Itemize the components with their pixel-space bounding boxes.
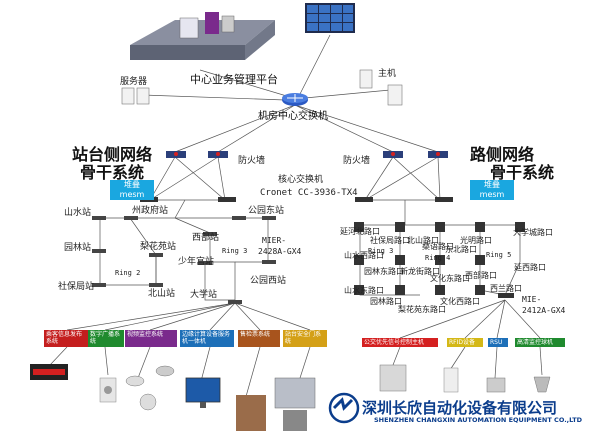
system-box: 数字广播系统 <box>88 330 124 347</box>
company-name-en: SHENZHEN CHANGXIN AUTOMATION EQUIPMENT C… <box>374 416 583 424</box>
left-switch-model-line1: MIER- <box>262 236 287 245</box>
system-box: RFID设备 <box>447 338 483 347</box>
node-label: 园林路口 <box>370 297 402 306</box>
station-label: 山水站 <box>64 208 92 218</box>
station-label: 梨花苑站 <box>140 242 177 252</box>
central-platform-illustration <box>130 12 275 60</box>
node-label: 山水西路口 <box>344 251 384 260</box>
core-switch-model-line2: Cronet CC-3936-TX4 <box>260 188 358 198</box>
ring-label: Ring 3 <box>222 247 248 255</box>
right-node-switches <box>354 222 525 298</box>
left-switch-model-line2: 2428A-GX4 <box>258 247 302 256</box>
node-label: 西部路口 <box>465 271 497 280</box>
station-label: 公园西站 <box>250 276 287 286</box>
station-label: 西部站 <box>192 233 220 243</box>
node-label: 延西路口 <box>514 263 546 272</box>
station-label: 少年宫站 <box>178 257 215 267</box>
station-label: 大学站 <box>190 290 218 300</box>
ring-label: Ring 2 <box>115 269 141 277</box>
node-label: 梨花苑东路口 <box>398 305 446 314</box>
road-firewall-label: 防火墙 <box>343 156 371 166</box>
right-switch-model-line1: MIE- <box>522 295 542 304</box>
core-switch-icon <box>282 93 308 106</box>
core-switch-model-line1: 核心交换机 <box>278 175 324 185</box>
node-label: 园林东路口 <box>364 267 404 276</box>
host-label: 主机 <box>378 69 397 79</box>
central-platform-label: 中心业务管理平台 <box>190 73 278 86</box>
firewall-icons <box>166 151 448 158</box>
system-box: 乘客信息发布系统 <box>44 330 88 347</box>
ring-label: Ring 5 <box>486 251 512 259</box>
company-logo-emblem <box>328 392 360 424</box>
station-label: 社保局站 <box>58 282 95 292</box>
node-label: 光明路口 <box>460 236 492 245</box>
host-computer <box>359 69 403 106</box>
node-label: 社保局路口 <box>370 236 410 245</box>
station-side-title-line2: 骨干系统 <box>80 163 145 182</box>
system-box: 视频监控系统 <box>125 330 177 347</box>
company-name-cn: 深圳长欣自动化设备有限公司 <box>362 399 558 417</box>
station-label: 公园东站 <box>248 206 285 216</box>
node-label: 西兰路口 <box>490 284 522 293</box>
system-box: 边缘计算设备服务机一体机 <box>180 330 234 347</box>
node-label: 延河北路口 <box>340 227 380 236</box>
left-station-switches <box>92 216 276 304</box>
server-rack <box>121 87 150 105</box>
system-box: RSU <box>488 338 508 347</box>
node-label: 文化东路口 <box>430 274 470 283</box>
core-switch-label: 机房中心交换机 <box>258 111 328 122</box>
system-box: 公交优先信号控制主机 <box>362 338 438 347</box>
road-side-title-line1: 路侧网络 <box>470 145 535 164</box>
ring-label: Ring 3 <box>368 247 394 255</box>
ring-label: Ring 4 <box>425 254 451 262</box>
node-label: 新龙街路口 <box>400 267 440 276</box>
server-label: 服务器 <box>120 77 148 87</box>
node-label: 北山路口 <box>407 236 439 245</box>
node-label: 大学城路口 <box>513 228 553 237</box>
station-firewall-label: 防火墙 <box>238 156 266 166</box>
station-side-title-line1: 站台侧网络 <box>72 145 153 164</box>
video-wall <box>305 3 355 33</box>
device-illustrations <box>30 364 551 431</box>
station-label: 北山站 <box>148 289 176 299</box>
right-switch-model-line2: 2412A-GX4 <box>522 306 566 315</box>
station-label: 园林站 <box>64 243 92 253</box>
node-label: 山水东路口 <box>344 286 384 295</box>
node-label: 东北路口 <box>445 245 477 254</box>
node-label: 文化西路口 <box>440 297 480 306</box>
system-box: 站台安全门系统 <box>283 330 327 347</box>
system-box: 高清监控球机 <box>515 338 565 347</box>
road-side-title-line2: 骨干系统 <box>490 163 555 182</box>
station-label: 州政府站 <box>132 206 169 216</box>
system-box: 售检票系统 <box>238 330 280 347</box>
node-label: 桑语路口 <box>422 242 454 251</box>
